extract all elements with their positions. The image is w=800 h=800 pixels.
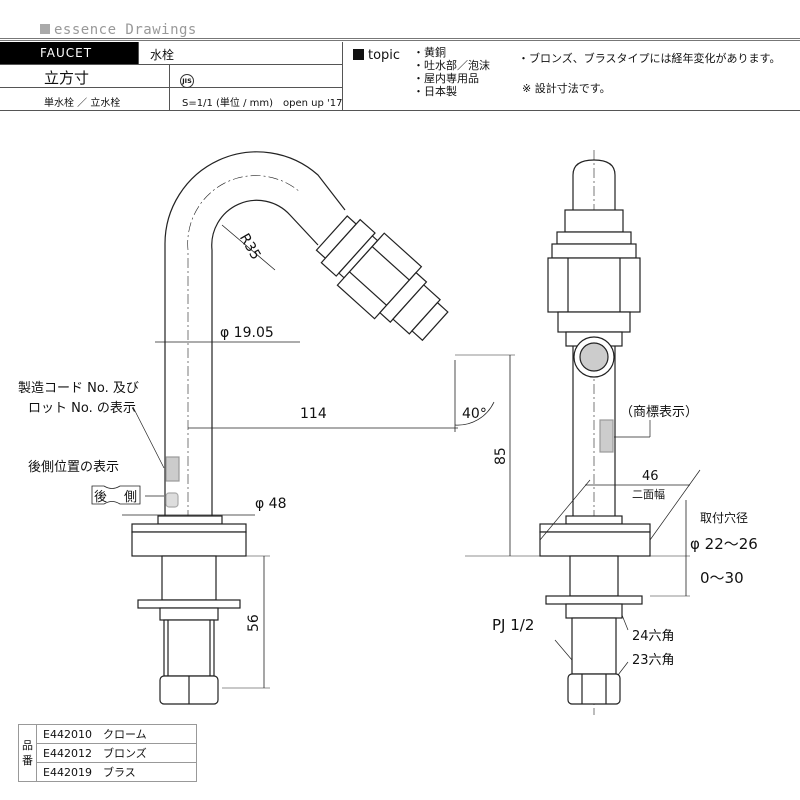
product-cell: E442019 ブラス [36,762,197,782]
back-tag [91,485,141,505]
category-label: FAUCET [0,42,138,64]
divider [0,87,342,88]
back-tag-text: 側 [124,490,137,505]
product-code: E442012 [43,747,92,760]
dim-hole: φ 22～26 [690,535,758,553]
dim-85: 85 [493,447,509,465]
label-back: 後側位置の表示 [28,460,119,475]
dim-114: 114 [300,406,327,422]
dim-angle: 40° [462,406,487,422]
label-hole: 取付穴径 [700,510,748,525]
label-hex23: 23六角 [632,653,675,668]
pipe-outer [164,151,346,520]
brand-title: essence Drawings [40,22,197,38]
divider [342,42,343,110]
jis-icon: JIS [180,74,194,88]
brand-text: essence Drawings [54,22,197,38]
pipe-inner [211,199,319,520]
product-cell: E442010 クローム [36,724,197,744]
topic-item: ・黄銅 [413,46,446,59]
product-label: 品番 [18,724,37,782]
square-icon [40,24,50,34]
table-row: E442012 ブロンズ [19,743,197,763]
note-aging: ・ブロンズ、ブラスタイプには経年変化があります。 [518,52,781,65]
label-hex24: 24六角 [632,629,675,644]
table-row: 品番 E442010 クローム [18,724,197,782]
product-subtitle: 単水栓 ／ 立水栓 [44,98,121,109]
topic-label: topic [368,48,401,63]
divider [169,64,170,110]
label-code: 製造コード No. 及び [18,381,139,396]
product-finish: ブラス [102,766,136,779]
divider [0,38,800,41]
dim-46: 46 [642,469,659,484]
topic-list: ・黄銅 ・吐水部／泡沫 ・屋内専用品 ・日本製 [413,46,490,98]
category-jp: 水栓 [150,48,175,62]
dim-56: 56 [246,614,262,632]
product-cell: E442012 ブロンズ [36,743,197,763]
divider [0,64,342,65]
scale-info: S=1/1 (単位 / mm) open up '17 [182,98,343,109]
product-finish: ブロンズ [102,747,147,760]
spout-assembly [315,215,449,342]
topic-item: ・日本製 [413,85,457,98]
label-pj: PJ 1/2 [492,616,534,634]
code-marking [165,456,180,482]
topic-item: ・吐水部／泡沫 [413,59,490,72]
product-code: E442010 [43,728,92,741]
label-trademark: （商標表示） [620,405,698,420]
product-label-text: 品番 [22,739,33,767]
topic-heading: topic [353,48,400,63]
center-line [187,175,301,700]
back-marking [165,492,179,508]
label-nimen: 二面幅 [632,488,665,501]
back-tag-text: 後 [94,490,107,505]
product-finish: クローム [102,728,147,741]
right-view [539,150,701,715]
left-view [91,151,545,705]
dim-range: 0～30 [700,569,744,587]
divider [138,42,139,64]
label-lot: ロット No. の表示 [28,401,136,416]
topic-item: ・屋内専用品 [413,72,479,85]
faucet-drawing: R35 φ 19.05 114 40° 85 φ 48 56 製造コード No.… [18,150,758,715]
dim-phi48: φ 48 [255,496,287,512]
divider [0,110,800,111]
product-code: E442019 [43,766,92,779]
product-code-table: 品番 E442010 クローム E442012 ブロンズ E442019 ブラス [18,724,197,782]
square-icon [353,49,364,60]
dim-phi1905: φ 19.05 [220,325,274,341]
jis-mark: JIS [180,68,194,88]
dim-r35: R35 [236,231,264,263]
product-title: 立方寸 [44,69,90,87]
table-row: E442019 ブラス [19,762,197,782]
note-design: ※ 設計寸法です。 [522,82,611,95]
